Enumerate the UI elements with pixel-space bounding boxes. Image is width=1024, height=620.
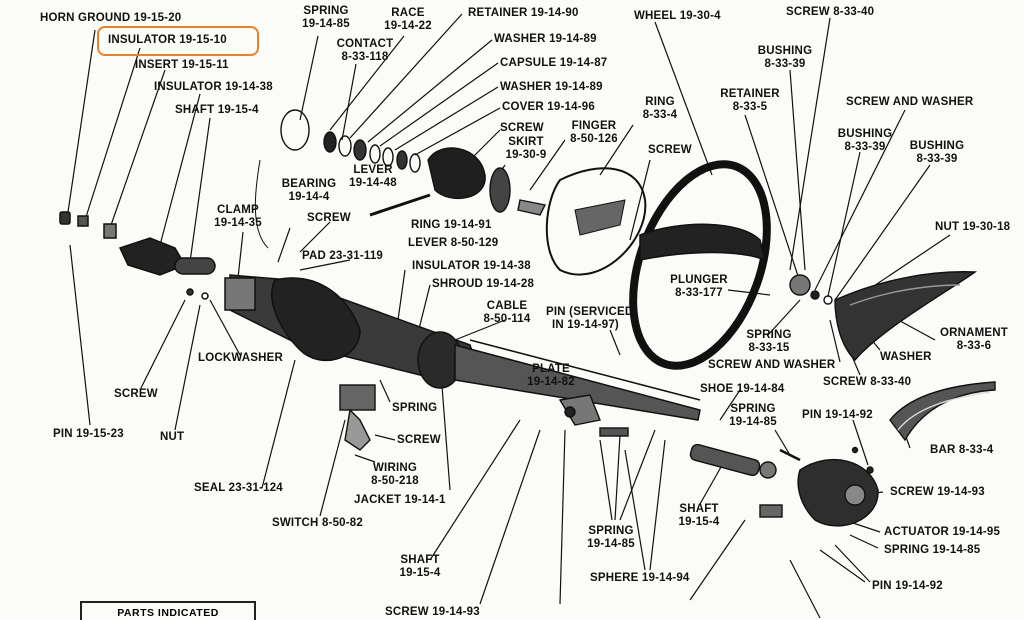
left-small-parts [59,211,216,300]
highlight-outline [97,26,259,56]
label-screw-top-right: SCREW 8-33-40 [786,6,875,18]
parts-indicated-box: PARTS INDICATED [80,601,256,620]
label-capsule: CAPSULE 19-14-87 [500,57,608,69]
label-screw-left: SCREW [114,388,158,400]
label-switch: SWITCH 8-50-82 [272,517,363,529]
label-retainer-top: RETAINER 19-14-90 [468,7,579,19]
label-screw-wiring: SCREW [397,434,441,446]
label-lockwasher: LOCKWASHER [198,352,284,364]
label-washer-1: WASHER 19-14-89 [494,33,597,45]
label-pin-right: PIN 19-14-92 [802,409,873,421]
label-nut-left: NUT [160,431,185,443]
label-spring-actuator: SPRING 19-14-85 [884,544,981,556]
label-washer-2: WASHER 19-14-89 [500,81,603,93]
label-washer-right: WASHER [880,351,932,363]
label-bar: BAR 8-33-4 [930,444,994,456]
label-pin-left: PIN 19-15-23 [53,428,124,440]
label-insulator-highlighted: INSULATOR 19-15-10 [108,34,227,46]
label-screw-wheel: SCREW [648,144,692,156]
label-insulator-top: INSULATOR 19-14-38 [154,81,273,93]
label-shaft-top: SHAFT 19-15-4 [175,104,259,116]
steering-wheel [545,160,771,370]
label-screw-bottom-right: SCREW 8-33-40 [823,376,912,388]
label-screw-and-washer-top: SCREW AND WASHER [846,96,974,108]
label-pad: PAD 23-31-119 [302,250,384,262]
label-wheel: WHEEL 19-30-4 [634,10,721,22]
label-insulator-mid: INSULATOR 19-14-38 [412,260,531,272]
right-parts [789,271,996,442]
label-shoe: SHOE 19-14-84 [700,383,785,395]
label-screw-bottom: SCREW 19-14-93 [385,606,480,618]
label-sphere: SPHERE 19-14-94 [590,572,690,584]
label-ring-mid: RING 19-14-91 [411,219,492,231]
label-screw-skirt: SCREW [500,122,544,134]
label-lever-mid: LEVER 8-50-129 [408,237,499,249]
label-actuator: ACTUATOR 19-14-95 [884,526,1001,538]
label-seal: SEAL 23-31-124 [194,482,283,494]
upper-parts [254,109,547,249]
label-pin-bottom-right: PIN 19-14-92 [872,580,943,592]
label-screw-mid: SCREW [307,212,351,224]
label-spring-mid: SPRING [392,402,438,414]
label-nut-right: NUT 19-30-18 [935,221,1011,233]
parts-indicated-title: PARTS INDICATED [117,607,219,619]
label-screw-actuator: SCREW 19-14-93 [890,486,985,498]
label-jacket: JACKET 19-14-1 [354,494,446,506]
label-screw-and-washer-mid: SCREW AND WASHER [708,359,836,371]
label-shroud: SHROUD 19-14-28 [432,278,535,290]
leader-lines [67,13,951,619]
label-horn-ground: HORN GROUND 19-15-20 [40,12,182,24]
label-insert: INSERT 19-15-11 [135,59,229,71]
lower-parts [339,384,879,527]
label-cover: COVER 19-14-96 [502,101,595,113]
column-jacket [224,274,701,421]
